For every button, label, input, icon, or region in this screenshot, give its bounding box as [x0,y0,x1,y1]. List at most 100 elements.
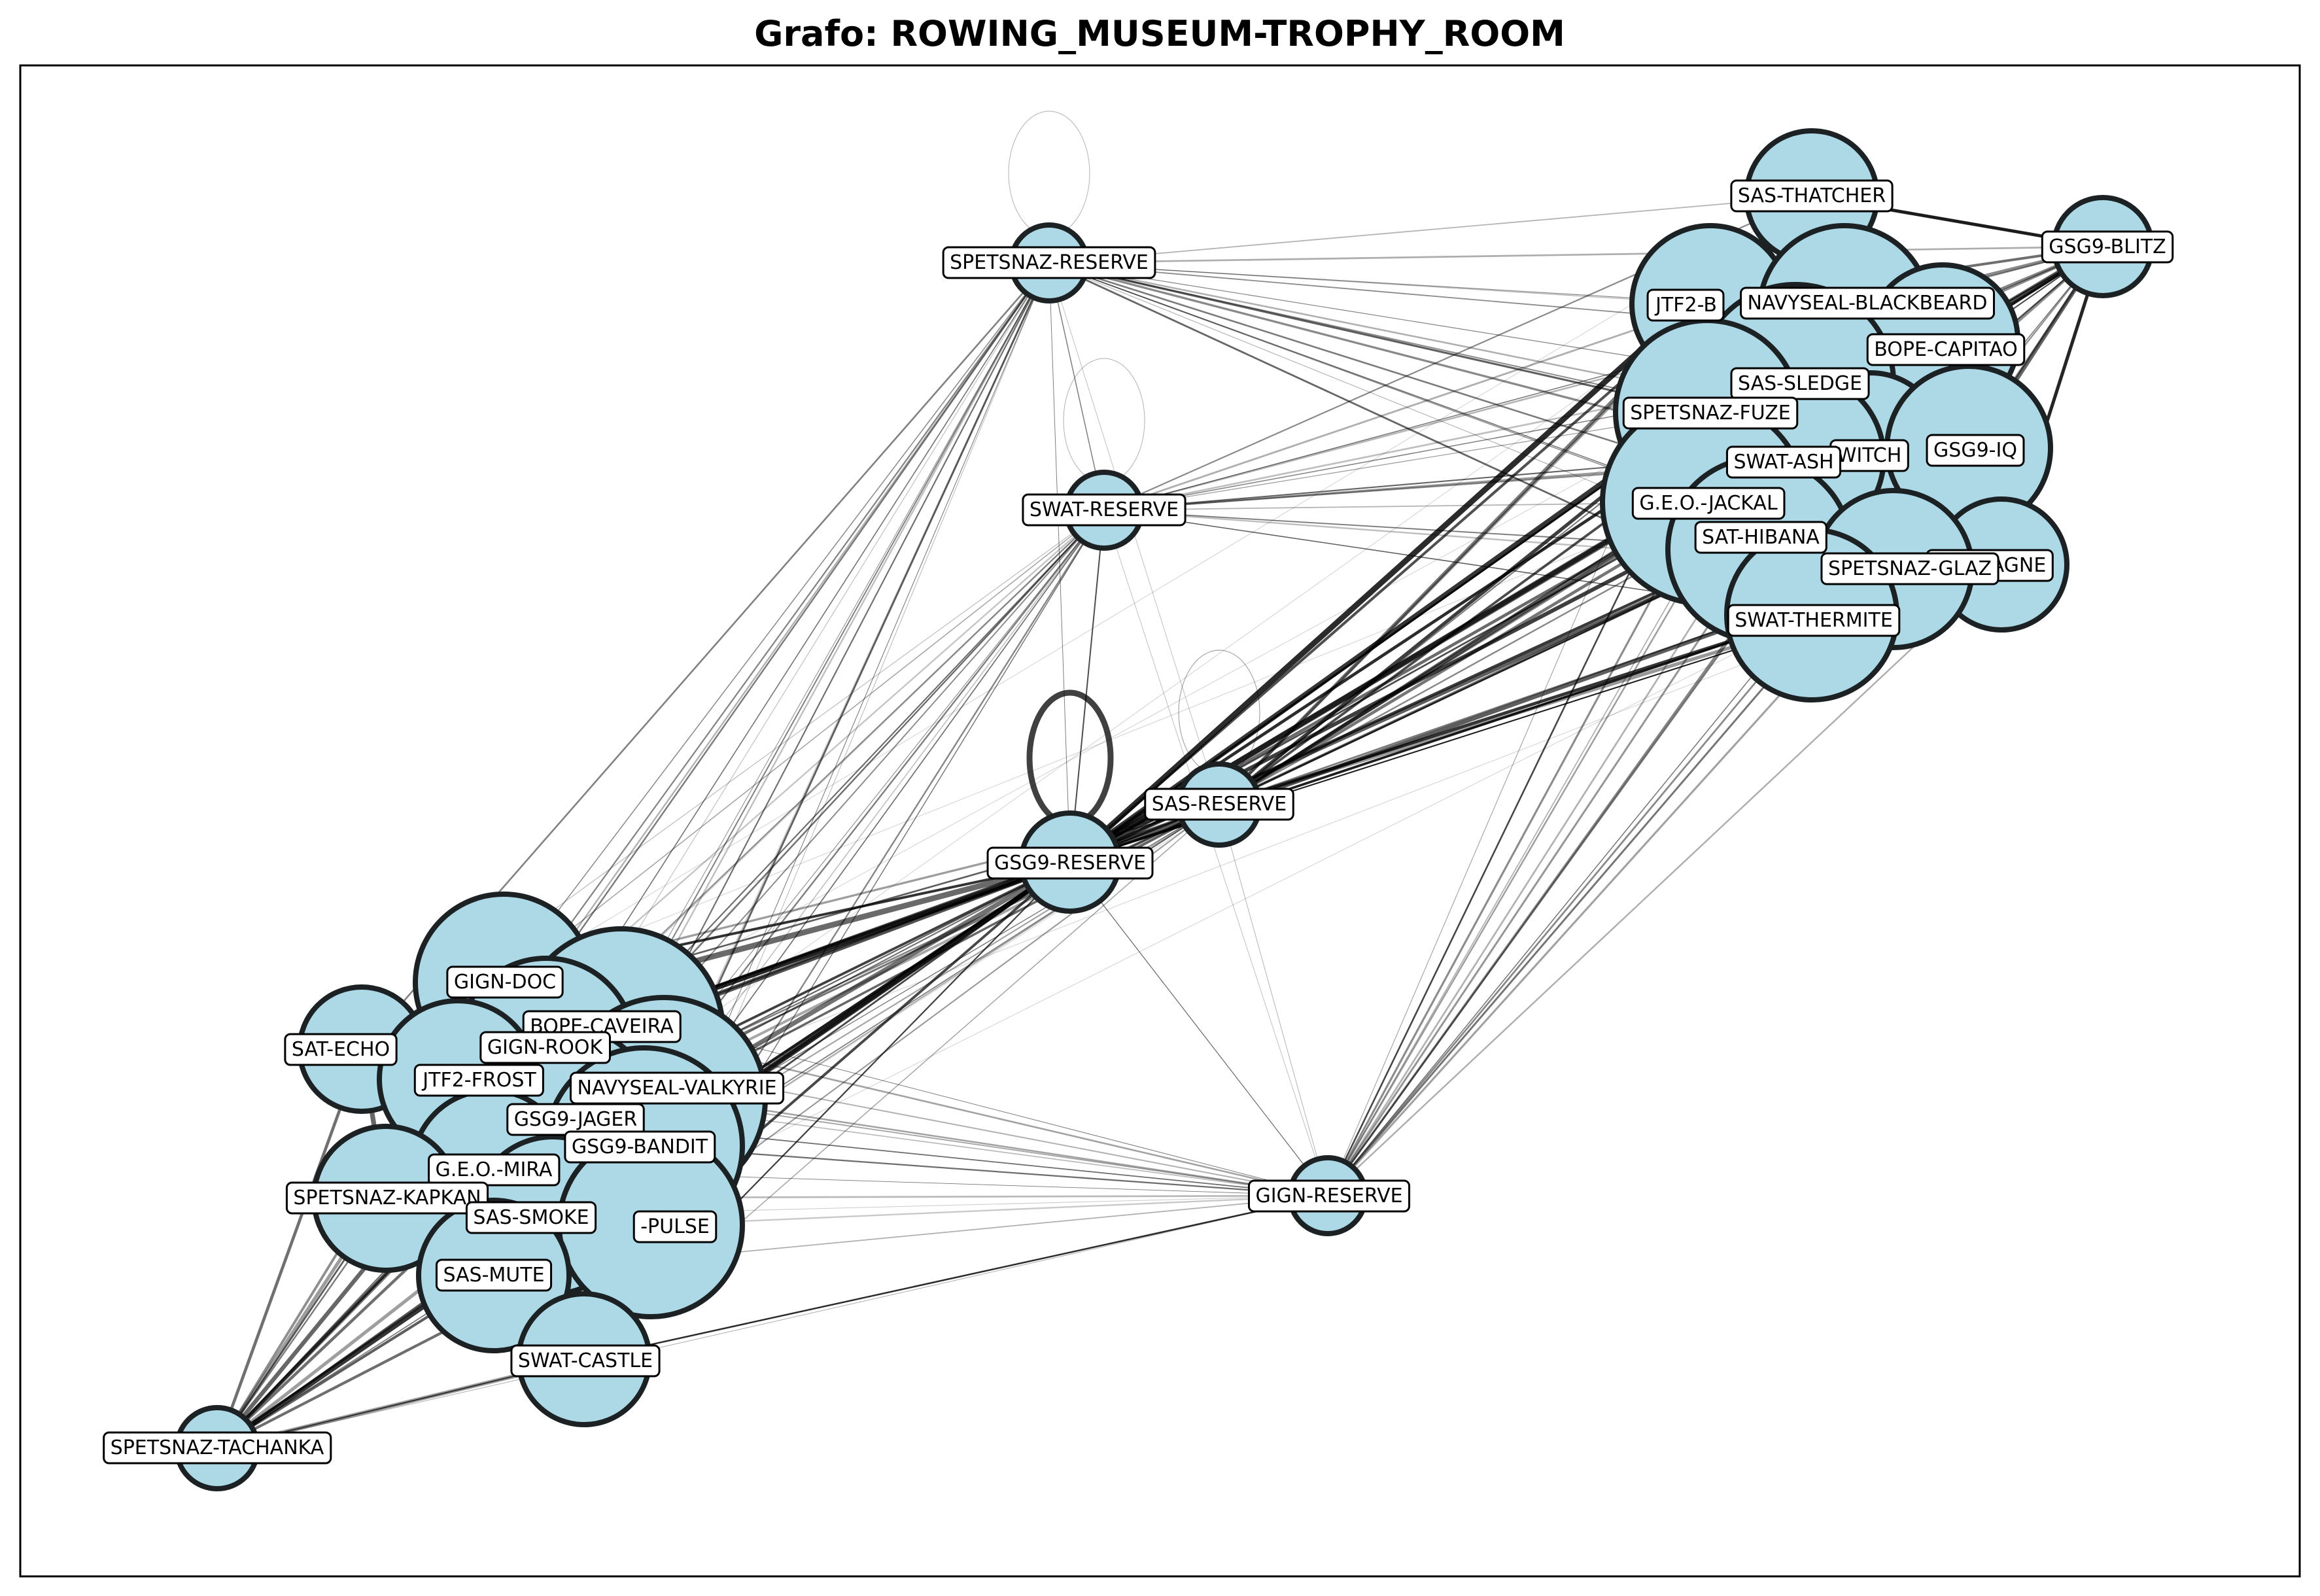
node-label-group: SWAT-CASTLE [510,1344,661,1378]
node-label-group: GIGN-RESERVE [1247,1179,1411,1213]
node-label: GIGN-RESERVE [1255,1185,1402,1207]
node-label: GSG9-JAGER [514,1108,637,1131]
node-label-group: GSG9-IQ [1926,434,2025,467]
self-loop-SWAT-RESERVE [1063,358,1145,483]
node-label-box [564,1130,716,1164]
node-label: JTF2-B [1654,294,1717,317]
edge-SWAT-CASTLE-GIGN-RESERVE [583,1195,1328,1360]
edge-SAS-THATCHER-GIGN-DOC [503,196,1812,983]
node-label: BOPE-CAPITAO [1874,338,2018,361]
edge-GSG9-RESERVE-GIGN-RESERVE [1069,861,1328,1196]
node-label: NAVYSEAL-BLACKBEARD [1748,292,1988,315]
node-label-box [2041,230,2174,264]
edge-SWAT-RESERVE-BOPE-CAVEIRA [621,510,1105,1031]
edge-SWAT-RESERVE-GIGN-RESERVE [1103,510,1328,1196]
node-label: WITCH [1837,444,1902,467]
node-label-group: JTF2-B [1646,288,1725,322]
node-label-box [632,1210,718,1243]
node-label: SAS-SLEDGE [1738,372,1862,395]
edge-GSG9-RESERVE-JTF2-B [1069,303,1712,863]
self-loop-SPETSNAZ-RESERVE [1008,111,1090,236]
node-label-group: SWAT-THERMITE [1727,604,1901,637]
edge-SPETSNAZ-RESERVE-SAS-THATCHER [1048,196,1812,264]
edge-SPETSNAZ-RESERVE-GIGN-DOC [503,262,1050,983]
edge-SAS-RESERVE-GIGN-RESERVE [1219,804,1328,1196]
edge-SPETSNAZ-RESERVE-SWAT-RESERVE [1048,262,1105,511]
node-label-group: SPETSNAZ-GLAZ [1820,552,2000,585]
edge-SPETSNAZ-RESERVE-GSG9-BLITZ [1048,245,2104,264]
node-label: SPETSNAZ-FUZE [1630,402,1790,425]
edge-GIGN-RESERVE-MONTAGNE [1327,564,2002,1196]
node-label-group: -PULSE [632,1210,718,1243]
node-label-box [1730,179,1894,213]
edge-GIGN-RESERVE-PULSE [650,1194,1328,1226]
self-loops-layer [1008,111,1260,827]
node-label-box [285,1181,489,1215]
node-label-box [428,1153,561,1187]
node-label-box [465,1201,597,1234]
node-label-group: NAVYSEAL-BLACKBEARD [1740,286,1995,320]
node-label-group: SAT-HIBANA [1694,521,1827,554]
edge-GIGN-RESERVE-NAVYSEAL-VALKYRIE [663,1098,1328,1196]
node-label: GIGN-ROOK [487,1036,604,1059]
edge-GIGN-RESERVE-G.E.O.-JACKAL [1326,502,1705,1196]
node-label-box [413,1064,544,1097]
node-label-group: GSG9-BLITZ [2041,230,2174,264]
edge-SWAT-RESERVE-GSG9-RESERVE [1069,510,1105,863]
edge-SPETSNAZ-RESERVE-BOPE-CAVEIRA [621,262,1050,1031]
node-label-group: GSG9-JAGER [506,1103,645,1136]
node-label-group: GSG9-RESERVE [986,846,1154,880]
node-label: SWAT-CASTLE [518,1349,653,1372]
node-label-group: GIGN-DOC [446,965,564,999]
node-label-box [1740,286,1995,320]
node-label: SAT-ECHO [292,1038,390,1061]
edge-G.E.O.-JACKAL-GIGN-DOC [503,502,1705,983]
edge-SWAT-RESERVE-JTF2-B [1103,303,1711,512]
node-label: SAS-RESERVE [1152,793,1287,816]
node-label-group: WITCH [1829,439,1909,472]
node-label: SWAT-RESERVE [1030,498,1179,521]
node-label: SAS-MUTE [443,1264,544,1287]
node-label-group: SWAT-RESERVE [1022,493,1186,527]
node-label-box [569,1071,785,1105]
edge-SWAT-RESERVE-SPETSNAZ-FUZE [1103,411,1708,511]
node-label: GSG9-BLITZ [2049,235,2166,258]
node-label-box [1725,445,1842,479]
node-label-group: SPETSNAZ-FUZE [1622,396,1799,430]
node-label: GSG9-RESERVE [994,852,1146,875]
node-label-group: SAT-ECHO [284,1033,398,1066]
node-label-box [435,1258,553,1292]
node-label-box [446,965,564,999]
node-label-box [1646,288,1725,322]
edge-SPETSNAZ-RESERVE-SPETSNAZ-FUZE [1048,262,1708,413]
node-label: SPETSNAZ-RESERVE [950,251,1149,274]
node-label-box [1820,552,2000,585]
node-label-box [1730,367,1870,400]
node-label: SPETSNAZ-GLAZ [1828,557,1992,580]
edge-GIGN-RESERVE-SPETSNAZ-TACHANKA [216,1195,1328,1449]
edge-SPETSNAZ-RESERVE-JTF2-B [1048,262,1711,305]
node-label-group: SPETSNAZ-KAPKAN [285,1181,489,1215]
node-label-box [1622,396,1799,430]
node-label-box [1022,493,1186,527]
node-label-box [1631,487,1786,520]
node-label: GSG9-BANDIT [572,1136,708,1158]
edge-GIGN-RESERVE-SAT-HIBANA [1326,549,1761,1196]
edge-SPETSNAZ-RESERVE-GSG9-RESERVE [1048,262,1071,863]
node-label-group: G.E.O.-MIRA [428,1153,561,1187]
node-label-group: SAS-THATCHER [1730,179,1894,213]
node-label: GSG9-IQ [1933,439,2017,462]
node-label-group: G.E.O.-JACKAL [1631,487,1786,520]
node-label-group: SAS-MUTE [435,1258,553,1292]
node-label: SWAT-ASH [1733,451,1833,474]
edge-SWAT-RESERVE-GIGN-DOC [503,510,1105,983]
node-label-group: JTF2-FROST [413,1064,544,1097]
labels-layer: SAS-THATCHER GSG9-BLITZ SPETSNAZ-RESERVE JT… [103,179,2174,1465]
node-label: GIGN-DOC [454,971,556,994]
edge-SAT-ECHO-SPETSNAZ-TACHANKA [215,1049,364,1449]
node-label: JTF2-FROST [421,1069,536,1092]
edge-JTF2-B-GSG9-JAGER [565,304,1711,1119]
node-label: G.E.O.-MIRA [436,1158,553,1181]
node-label-group: SAS-SMOKE [465,1201,597,1234]
node-label: -PULSE [640,1215,710,1238]
